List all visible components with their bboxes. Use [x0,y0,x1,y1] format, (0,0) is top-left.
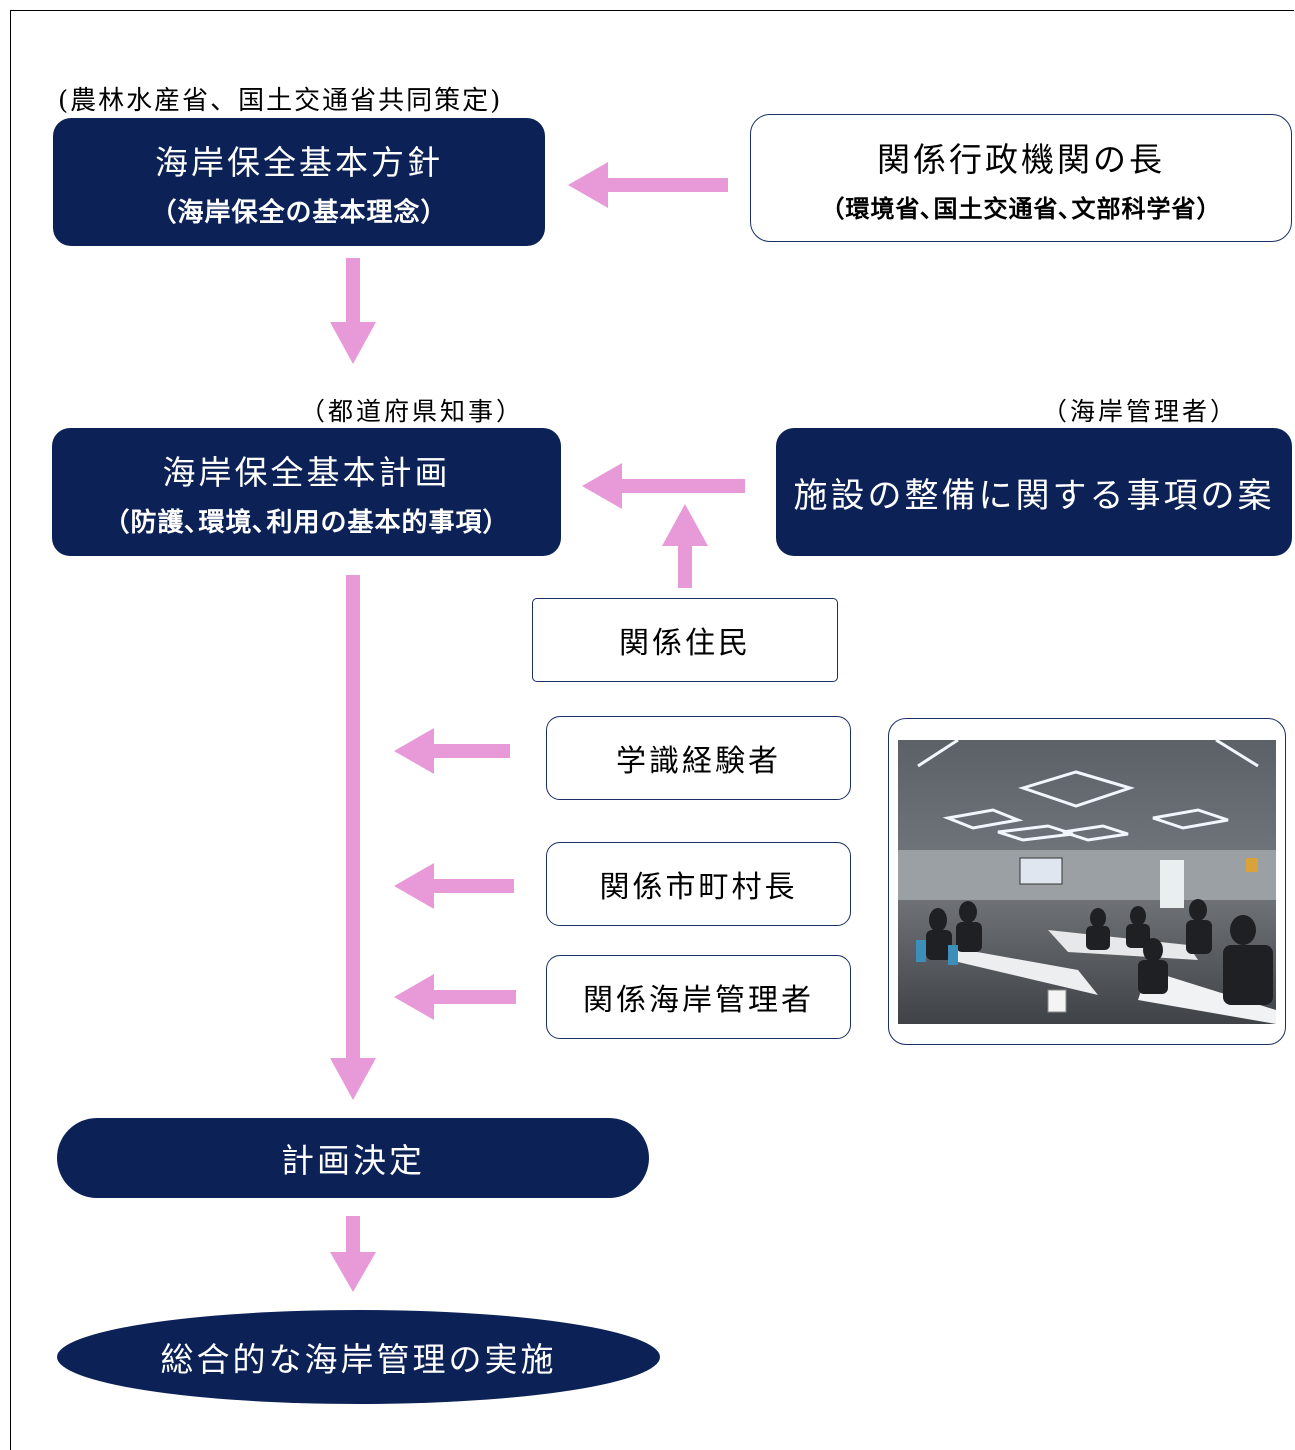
arrow-residents-up [662,504,708,588]
experts-label: 学識経験者 [616,744,781,779]
arrow-facility-to-plan [582,463,745,509]
residents-label: 関係住民 [619,626,751,661]
mayors-label: 関係市町村長 [599,870,798,905]
basic-plan-subtitle: （防護､環境､利用の基本的事項） [103,507,510,538]
arrow-experts [394,728,510,774]
basic-plan-box: 海岸保全基本計画 （防護､環境､利用の基本的事項） [52,428,561,556]
experts-box: 学識経験者 [546,716,851,800]
basic-policy-box: 海岸保全基本方針 （海岸保全の基本理念） [53,118,545,246]
arrow-plan-to-decision [330,575,376,1100]
related-managers-box: 関係海岸管理者 [546,955,851,1039]
residents-box: 関係住民 [532,598,838,682]
arrow-related-managers [394,974,516,1020]
governor-label: （都道府県知事） [300,397,525,426]
arrow-policy-to-plan [330,258,376,364]
facility-draft-title: 施設の整備に関する事項の案 [793,475,1275,516]
arrow-mayors [394,863,514,909]
basic-policy-title: 海岸保全基本方針 [155,142,443,182]
related-managers-label: 関係海岸管理者 [583,983,814,1018]
agency-heads-title: 関係行政機関の長 [877,139,1165,179]
coast-manager-label: （海岸管理者） [1042,397,1239,426]
mayors-box: 関係市町村長 [546,842,851,926]
agency-heads-box: 関係行政機関の長 （環境省､国土交通省､文部科学省） [750,114,1292,242]
arrow-agency-to-policy [568,162,728,208]
implementation-ellipse: 総合的な海岸管理の実施 [57,1310,660,1404]
page-frame [10,10,1294,1450]
facility-draft-box: 施設の整備に関する事項の案 [776,428,1292,556]
meeting-room-photo [898,740,1276,1024]
decision-label: 計画決定 [281,1141,425,1180]
basic-policy-subtitle: （海岸保全の基本理念） [150,197,448,228]
basic-plan-title: 海岸保全基本計画 [162,452,451,492]
implementation-label: 総合的な海岸管理の実施 [160,1340,557,1379]
decision-box: 計画決定 [57,1118,649,1198]
ministries-label: (農林水産省、国土交通省共同策定) [58,86,503,116]
arrow-decision-to-implementation [330,1216,376,1292]
agency-heads-subtitle: （環境省､国土交通省､文部科学省） [820,193,1222,223]
